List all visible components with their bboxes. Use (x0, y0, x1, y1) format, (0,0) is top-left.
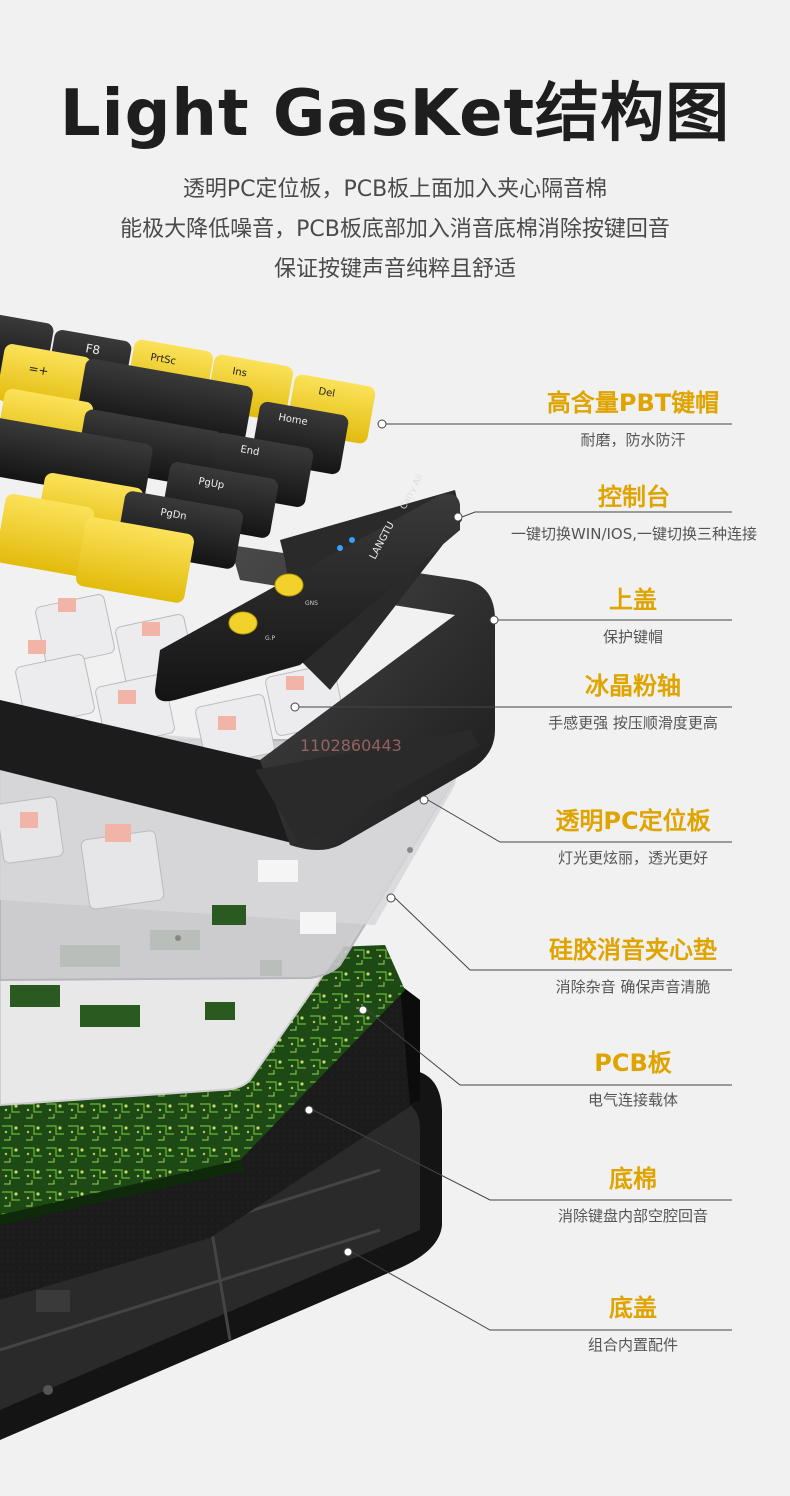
keycap-label-home: Home (277, 412, 308, 428)
keycap-layer: =+ F8 PrtSc Ins Del Home End PgUp PgDn (0, 313, 376, 603)
leader-line-console (461, 511, 732, 518)
label-console: 控制台 一键切换WIN/IOS,一键切换三种连接 (502, 481, 766, 545)
intro-line-3: 保证按键声音纯粹且舒适 (273, 257, 516, 282)
keycap-label-pgup: PgUp (197, 476, 225, 491)
top-case-frame (0, 545, 495, 850)
indicator-led-2 (349, 537, 355, 543)
keycap-label-f8: F8 (84, 341, 101, 357)
intro-line-1: 透明PC定位板，PCB板上面加入夹心隔音棉 (182, 177, 608, 202)
label-bottom-case-title: 底盖 (609, 1294, 657, 1322)
leader-line-foam (312, 1109, 732, 1201)
label-pad-desc: 消除杂音 确保声音清脆 (555, 978, 711, 996)
label-foam-title: 底棉 (609, 1165, 657, 1193)
label-switches-desc: 手感更强 按压顺滑度更高 (548, 714, 718, 732)
label-top-case-desc: 保护键帽 (602, 628, 663, 646)
indicator-led-1 (337, 545, 343, 551)
intro-text: 透明PC定位板，PCB板上面加入夹心隔音棉 能极大降低噪音，PCB板底部加入消音… (0, 170, 790, 290)
leader-line-pad (394, 897, 732, 971)
keycap-label-del: Del (317, 386, 335, 400)
label-bottom-case: 底盖 组合内置配件 (513, 1292, 753, 1356)
console-button-1 (274, 573, 304, 597)
page-title: Light GasKet结构图 (59, 77, 731, 151)
console-button-2 (228, 611, 258, 635)
label-pcb-desc: 电气连接载体 (587, 1091, 678, 1109)
control-console: LANGTU Carry All G.P GNS (155, 473, 462, 702)
label-console-desc: 一键切换WIN/IOS,一键切换三种连接 (510, 525, 758, 543)
console-btn2-label: GNS (305, 600, 318, 607)
label-pcb-title: PCB板 (594, 1049, 672, 1077)
label-switches-title: 冰晶粉轴 (585, 672, 681, 700)
leader-line-pcb (366, 1009, 732, 1086)
leader-line-bottom-case (351, 1251, 732, 1331)
label-plate: 透明PC定位板 灯光更炫丽，透光更好 (513, 805, 753, 869)
label-pad: 硅胶消音夹心垫 消除杂音 确保声音清脆 (513, 934, 753, 998)
label-foam: 底棉 消除键盘内部空腔回音 (513, 1163, 753, 1227)
leader-line-plate (427, 799, 732, 843)
keycap-label-pgdn: PgDn (159, 507, 187, 522)
keycap-label-eq: =+ (27, 361, 49, 378)
keycap-label-prtsc: PrtSc (149, 352, 176, 367)
keycap-label-ins: Ins (231, 366, 247, 379)
label-keycaps-title: 高含量PBT键帽 (546, 389, 720, 417)
intro-line-2: 能极大降低噪音，PCB板底部加入消音底棉消除按键回音 (120, 217, 670, 242)
label-pcb: PCB板 电气连接载体 (513, 1047, 753, 1111)
label-foam-desc: 消除键盘内部空腔回音 (557, 1207, 708, 1225)
label-top-case-title: 上盖 (609, 586, 657, 614)
label-plate-title: 透明PC定位板 (555, 807, 711, 835)
label-switches: 冰晶粉轴 手感更强 按压顺滑度更高 (513, 670, 753, 734)
label-top-case: 上盖 保护键帽 (513, 584, 753, 648)
label-plate-desc: 灯光更炫丽，透光更好 (557, 849, 708, 867)
label-keycaps: 高含量PBT键帽 耐磨，防水防汗 (513, 387, 753, 451)
keycap-label-end: End (239, 444, 260, 458)
label-keycaps-desc: 耐磨，防水防汗 (580, 431, 686, 449)
console-btn1-label: G.P (265, 635, 276, 642)
label-bottom-case-desc: 组合内置配件 (587, 1336, 678, 1354)
watermark: 1102860443 (300, 736, 402, 755)
label-pad-title: 硅胶消音夹心垫 (549, 936, 717, 964)
label-console-title: 控制台 (598, 483, 670, 511)
leader-lines (290, 419, 732, 1331)
